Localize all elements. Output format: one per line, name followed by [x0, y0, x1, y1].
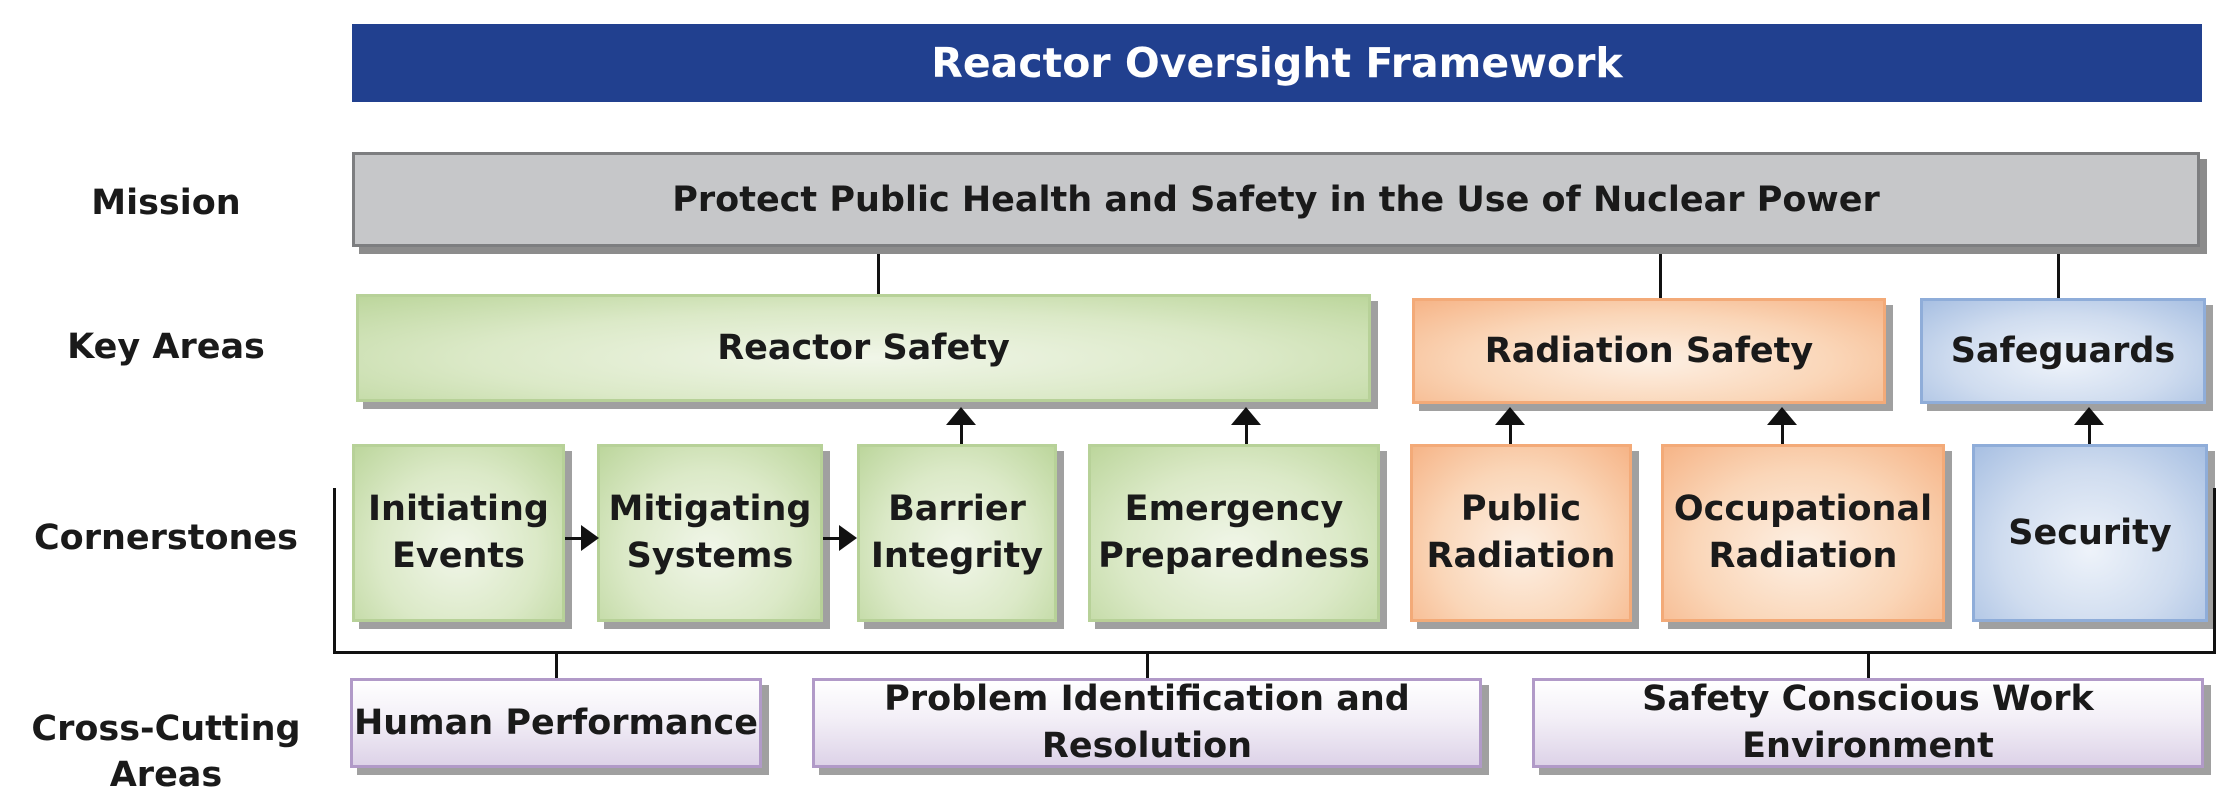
- arrow-initiating-to-mitigating-head: [581, 525, 599, 551]
- arrow-emergency-preparedness-shaft: [1245, 424, 1248, 444]
- row-label-key-areas: Key Areas: [67, 327, 265, 367]
- cornerstone-public-radiation-line2: Radiation: [1426, 536, 1616, 576]
- cornerstone-mitigating-systems-line1: Mitigating: [608, 489, 812, 529]
- connector-problem-identification: [1146, 651, 1149, 678]
- bracket-right-side: [2213, 488, 2216, 654]
- row-label-cross-cutting-line2: Areas: [109, 755, 223, 795]
- arrow-barrier-integrity-shaft: [960, 424, 963, 444]
- arrow-barrier-integrity-head: [946, 407, 976, 425]
- cornerstone-occupational-radiation-line1: Occupational: [1673, 489, 1933, 529]
- cornerstone-barrier-integrity-line2: Integrity: [870, 536, 1044, 576]
- row-label-cross-cutting-line1: Cross-Cutting: [31, 709, 301, 749]
- arrow-emergency-preparedness-head: [1231, 407, 1261, 425]
- connector-mission-reactor-safety: [877, 254, 880, 294]
- cornerstone-public-radiation: Public Radiation: [1410, 444, 1632, 622]
- key-area-safeguards: Safeguards: [1920, 298, 2206, 404]
- connector-mission-safeguards: [2057, 254, 2060, 298]
- bracket-bottom: [333, 651, 2216, 654]
- row-label-mission: Mission: [91, 183, 241, 223]
- cornerstone-emergency-preparedness-line2: Preparedness: [1098, 536, 1370, 576]
- arrow-occupational-radiation-head: [1767, 407, 1797, 425]
- arrow-mitigating-to-barrier-shaft: [823, 537, 841, 540]
- arrow-security-head: [2074, 407, 2104, 425]
- connector-mission-radiation-safety: [1659, 254, 1662, 298]
- connector-human-performance: [555, 651, 558, 678]
- cornerstone-emergency-preparedness-line1: Emergency: [1124, 489, 1344, 529]
- arrow-public-radiation-shaft: [1509, 424, 1512, 444]
- cross-cutting-safety-conscious: Safety Conscious Work Environment: [1532, 678, 2204, 768]
- cornerstone-mitigating-systems-line2: Systems: [626, 536, 794, 576]
- cornerstone-barrier-integrity-line1: Barrier: [888, 489, 1026, 529]
- key-area-reactor-safety: Reactor Safety: [356, 294, 1371, 402]
- cornerstone-initiating-events: Initiating Events: [352, 444, 565, 622]
- cornerstone-initiating-events-line2: Events: [392, 536, 525, 576]
- framework-title: Reactor Oversight Framework: [352, 24, 2202, 102]
- connector-safety-conscious: [1867, 651, 1870, 678]
- bracket-left-side: [333, 488, 336, 654]
- arrow-mitigating-to-barrier-head: [839, 525, 857, 551]
- key-area-radiation-safety: Radiation Safety: [1412, 298, 1886, 404]
- cross-cutting-human-performance: Human Performance: [350, 678, 762, 768]
- cornerstone-occupational-radiation: Occupational Radiation: [1661, 444, 1945, 622]
- cornerstone-emergency-preparedness: Emergency Preparedness: [1088, 444, 1380, 622]
- cornerstone-security: Security: [1972, 444, 2208, 622]
- cornerstone-mitigating-systems: Mitigating Systems: [597, 444, 823, 622]
- arrow-initiating-to-mitigating-shaft: [565, 537, 583, 540]
- arrow-public-radiation-head: [1495, 407, 1525, 425]
- cornerstone-barrier-integrity: Barrier Integrity: [857, 444, 1057, 622]
- arrow-security-shaft: [2088, 424, 2091, 444]
- cornerstone-public-radiation-line1: Public: [1460, 489, 1582, 529]
- row-label-cross-cutting: Cross-Cutting Areas: [20, 706, 312, 798]
- cornerstone-occupational-radiation-line2: Radiation: [1708, 536, 1898, 576]
- row-label-cornerstones: Cornerstones: [33, 518, 298, 558]
- cornerstone-initiating-events-line1: Initiating: [368, 489, 549, 529]
- mission-box: Protect Public Health and Safety in the …: [352, 152, 2200, 247]
- cross-cutting-problem-identification: Problem Identification and Resolution: [812, 678, 1482, 768]
- arrow-occupational-radiation-shaft: [1781, 424, 1784, 444]
